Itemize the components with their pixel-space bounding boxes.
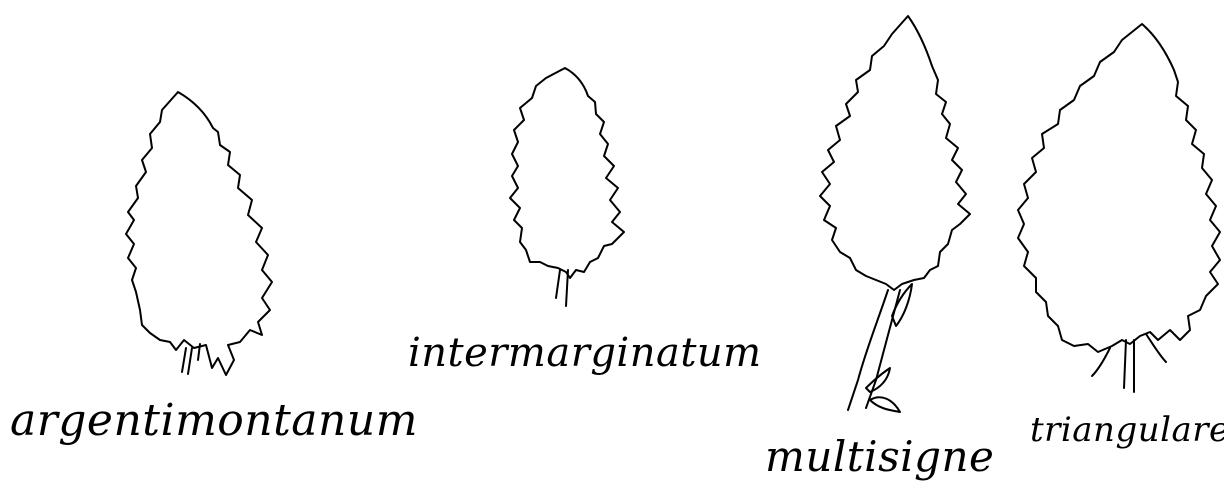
species-label-intermarginatum: intermarginatum [408,330,762,376]
leaf-triangulare-icon [1017,23,1221,393]
leaf-argentimontanum-icon [125,91,273,376]
species-label-multisigne: multisigne [765,432,995,481]
species-label-triangulare: triangulare [1030,410,1224,450]
species-label-argentimontanum: argentimontanum [10,395,418,446]
leaf-intermarginatum-icon [509,67,625,307]
leaf-multisigne-icon [819,15,971,413]
